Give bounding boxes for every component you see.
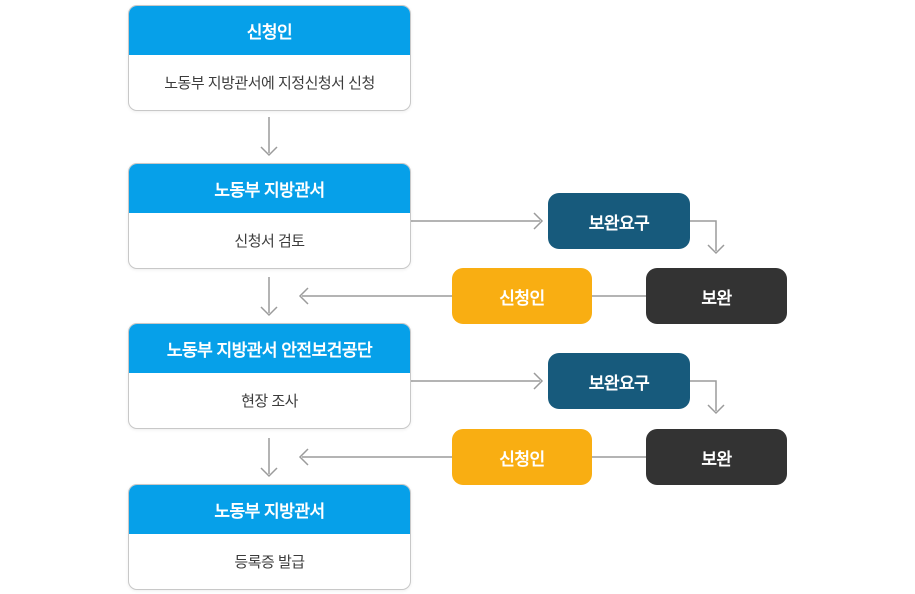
- down-arrow-icon: [260, 438, 278, 478]
- supplement-box: 보완: [646, 268, 787, 324]
- request-box: 보완요구: [548, 193, 690, 249]
- step-box-applicant: 신청인 노동부 지방관서에 지정신청서 신청: [128, 5, 411, 111]
- step-header: 신청인: [129, 6, 410, 55]
- down-arrow-icon: [260, 277, 278, 317]
- step-body: 현장 조사: [241, 393, 298, 410]
- elbow-down-arrow-icon: [690, 220, 725, 255]
- left-arrow-icon: [298, 448, 452, 466]
- step-box-certificate-issue: 노동부 지방관서 등록증 발급: [128, 484, 411, 590]
- right-arrow-icon: [411, 212, 544, 230]
- step-box-labor-office-review: 노동부 지방관서 신청서 검토: [128, 163, 411, 269]
- step-body: 신청서 검토: [234, 233, 305, 250]
- left-arrow-icon: [298, 287, 452, 305]
- request-box: 보완요구: [548, 353, 690, 409]
- supplement-box: 보완: [646, 429, 787, 485]
- step-body: 노동부 지방관서에 지정신청서 신청: [164, 75, 375, 92]
- applicant-box: 신청인: [452, 429, 592, 485]
- step-header: 노동부 지방관서: [129, 485, 410, 534]
- down-arrow-icon: [260, 117, 278, 157]
- applicant-box: 신청인: [452, 268, 592, 324]
- step-header: 노동부 지방관서: [129, 164, 410, 213]
- step-box-safety-agency-inspection: 노동부 지방관서 안전보건공단 현장 조사: [128, 323, 411, 429]
- step-body: 등록증 발급: [234, 554, 305, 571]
- elbow-down-arrow-icon: [690, 380, 725, 415]
- right-arrow-icon: [411, 372, 544, 390]
- step-header: 노동부 지방관서 안전보건공단: [129, 324, 410, 373]
